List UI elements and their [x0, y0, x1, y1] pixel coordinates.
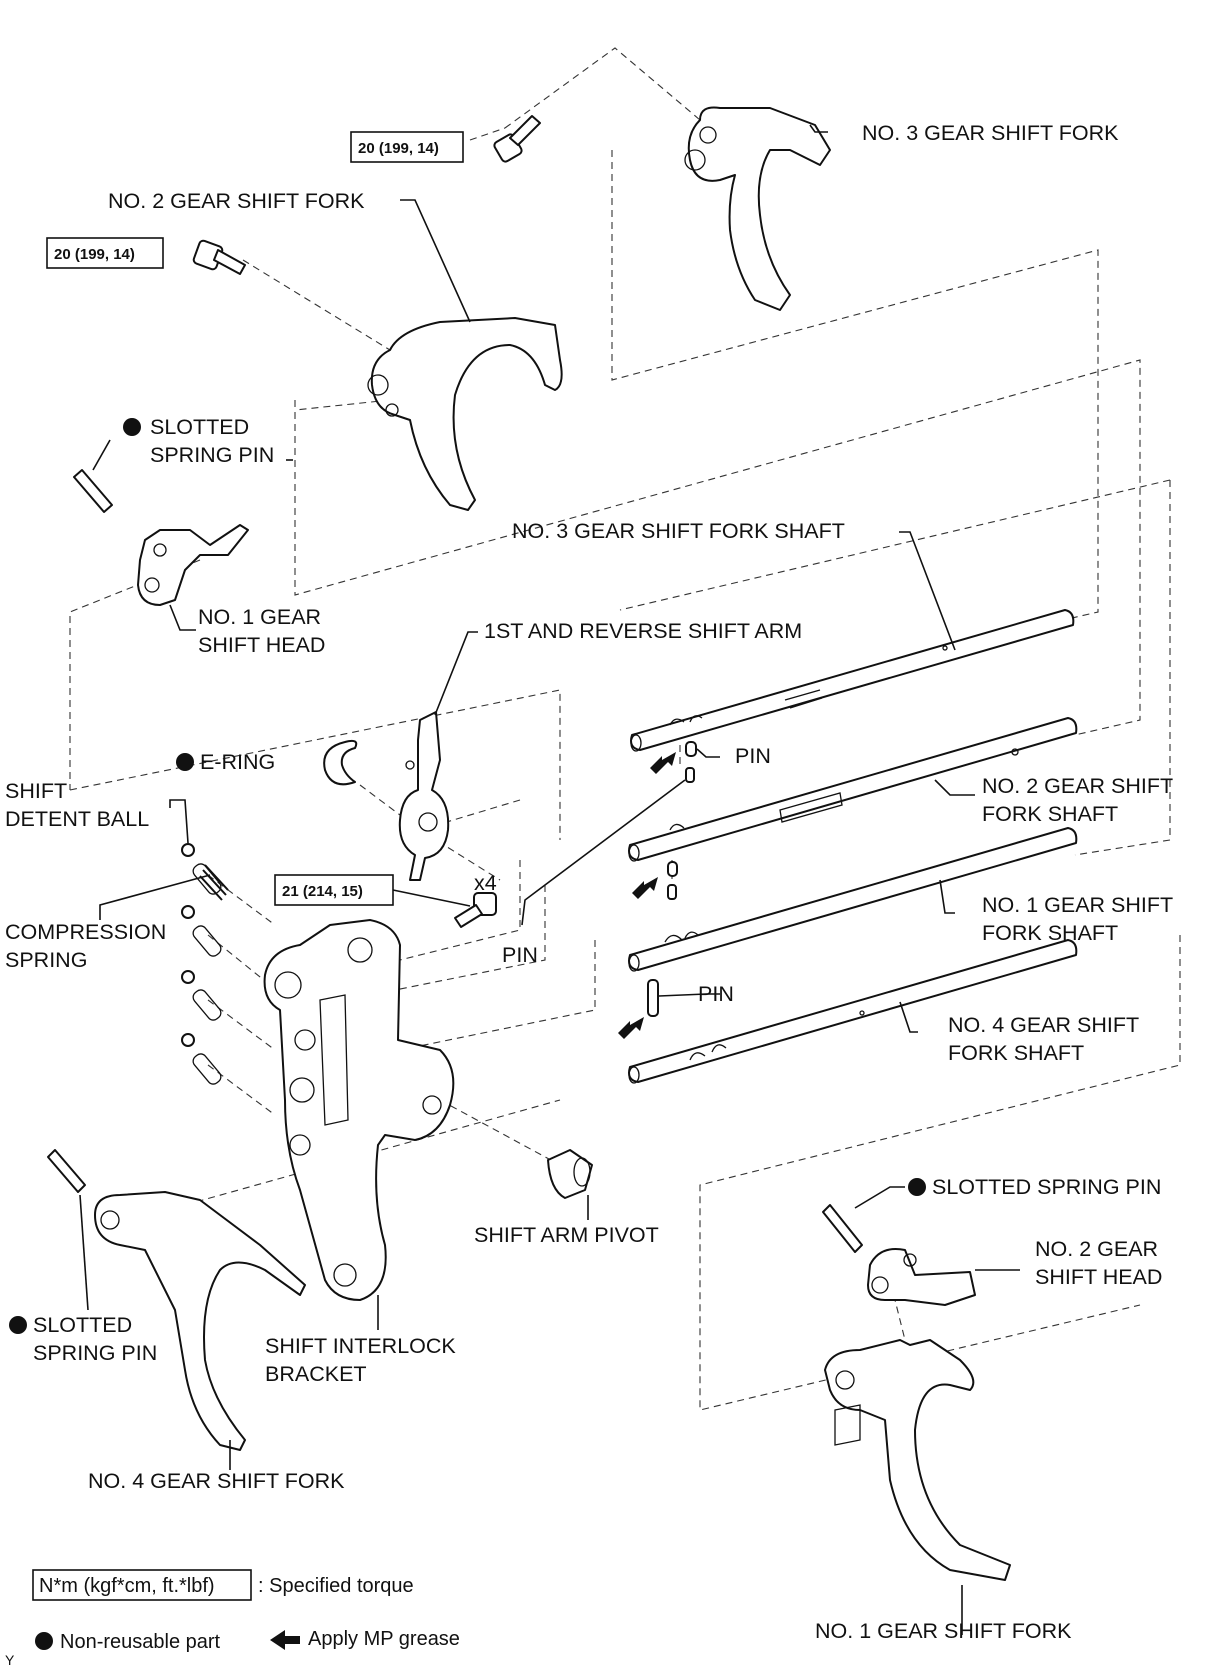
legend-grease-text: Apply MP grease — [308, 1628, 460, 1650]
label-no1-fork-shaft-1: NO. 1 GEAR SHIFT — [982, 893, 1173, 917]
no3-gear-shift-fork-drawing — [684, 106, 831, 311]
label-pin-low: PIN — [698, 982, 734, 1006]
arrow-icon — [270, 1630, 300, 1650]
label-compression-spring-2: SPRING — [5, 948, 87, 972]
label-1st-reverse-shift-arm: 1ST AND REVERSE SHIFT ARM — [484, 619, 802, 643]
slotted-pin-upper-leader — [92, 439, 111, 471]
shift-arm-pivot-icon — [547, 1149, 593, 1199]
label-no2-fork-shaft-1: NO. 2 GEAR SHIFT — [982, 774, 1173, 798]
label-x4: x4 — [474, 871, 497, 895]
no2-gear-shift-head-drawing — [867, 1248, 976, 1306]
label-slotted-spring-pin-upper-2: SPRING PIN — [150, 443, 274, 467]
bolt-left-icon — [192, 239, 246, 275]
legend-nonreusable-text: Non-reusable part — [60, 1631, 221, 1653]
label-slotted-spring-pin-upper-1: SLOTTED — [150, 415, 249, 439]
detent-balls-icon — [181, 843, 195, 1047]
label-slotted-spring-pin-lower-1: SLOTTED — [33, 1313, 132, 1337]
torque-spec-bracket: 21 (214, 15) — [274, 874, 394, 906]
shift-interlock-bracket-drawing — [263, 919, 455, 1301]
bolt-top-icon — [493, 115, 541, 163]
label-shift-detent-ball-1: SHIFT — [5, 779, 67, 803]
label-no1-fork-shaft-2: FORK SHAFT — [982, 921, 1118, 945]
label-pin-mid: PIN — [502, 943, 538, 967]
label-no4-fork-shaft-1: NO. 4 GEAR SHIFT — [948, 1013, 1139, 1037]
legend-torque-box — [32, 1569, 252, 1601]
label-no1-gear-shift-head-1: NO. 1 GEAR — [198, 605, 321, 629]
leader-lines — [79, 124, 1020, 1635]
label-no4-gear-shift-fork: NO. 4 GEAR SHIFT FORK — [88, 1469, 345, 1493]
pin-top-icon — [685, 741, 697, 783]
no4-shift-fork-shaft-drawing — [628, 939, 1078, 1084]
label-no2-fork-shaft-2: FORK SHAFT — [982, 802, 1118, 826]
slotted-spring-pin-upper-icon — [73, 469, 113, 513]
label-e-ring: E-RING — [200, 750, 275, 774]
label-shift-interlock-bracket-2: BRACKET — [265, 1362, 367, 1386]
filled-circle-icon — [35, 1632, 53, 1650]
legend: N*m (kgf*cm, ft.*lbf) : Specified torque… — [5, 1569, 460, 1668]
no1-gear-shift-fork-drawing — [824, 1339, 1011, 1581]
part-labels: NO. 3 GEAR SHIFT FORK NO. 2 GEAR SHIFT F… — [5, 121, 1173, 1643]
no4-gear-shift-fork-drawing — [94, 1191, 306, 1451]
label-no2-gear-shift-fork: NO. 2 GEAR SHIFT FORK — [108, 189, 365, 213]
svg-text:21 (214, 15): 21 (214, 15) — [282, 883, 363, 900]
no1-shift-fork-shaft-drawing — [628, 827, 1078, 972]
corner-mark: Y — [5, 1652, 15, 1668]
grease-arrow-icons — [618, 752, 676, 1039]
pin-low-icon — [647, 979, 659, 1017]
filled-circle-icon — [123, 418, 141, 436]
label-no1-gear-shift-head-2: SHIFT HEAD — [198, 633, 325, 657]
label-compression-spring-1: COMPRESSION — [5, 920, 166, 944]
filled-circle-icon — [176, 753, 194, 771]
svg-text:20 (199, 14): 20 (199, 14) — [358, 140, 439, 157]
filled-circle-icon — [908, 1178, 926, 1196]
bolt-bracket-icon — [454, 892, 497, 928]
label-no3-gear-shift-fork-shaft: NO. 3 GEAR SHIFT FORK SHAFT — [512, 519, 845, 543]
no1-gear-shift-head-drawing — [137, 524, 249, 606]
label-no3-gear-shift-fork: NO. 3 GEAR SHIFT FORK — [862, 121, 1119, 145]
no2-gear-shift-fork-drawing — [367, 317, 563, 511]
label-no2-gear-shift-head-2: SHIFT HEAD — [1035, 1265, 1162, 1289]
label-shift-interlock-bracket-1: SHIFT INTERLOCK — [265, 1334, 456, 1358]
label-shift-arm-pivot: SHIFT ARM PIVOT — [474, 1223, 659, 1247]
legend-torque-text: : Specified torque — [258, 1575, 414, 1597]
no2-shift-fork-shaft-drawing — [628, 717, 1078, 862]
slotted-spring-pin-lower-icon — [47, 1149, 86, 1193]
compression-springs-icon — [192, 863, 229, 1085]
torque-spec-left: 20 (199, 14) — [46, 237, 164, 269]
no3-shift-fork-shaft-drawing — [630, 609, 1075, 752]
label-no2-gear-shift-head-1: NO. 2 GEAR — [1035, 1237, 1158, 1261]
torque-spec-top: 20 (199, 14) — [350, 131, 464, 163]
svg-text:20 (199, 14): 20 (199, 14) — [54, 246, 135, 263]
assembly-dashed-lines — [69, 47, 1181, 1411]
label-slotted-spring-pin-lower-2: SPRING PIN — [33, 1341, 157, 1365]
pin-mid-icon — [667, 861, 678, 900]
label-no4-fork-shaft-2: FORK SHAFT — [948, 1041, 1084, 1065]
slotted-spring-pin-right-icon — [822, 1204, 863, 1253]
filled-circle-icon — [9, 1316, 27, 1334]
e-ring-icon — [323, 739, 358, 786]
reverse-shift-arm-drawing — [398, 711, 450, 881]
label-slotted-spring-pin-right: SLOTTED SPRING PIN — [932, 1175, 1161, 1199]
label-no1-gear-shift-fork: NO. 1 GEAR SHIFT FORK — [815, 1619, 1072, 1643]
label-shift-detent-ball-2: DETENT BALL — [5, 807, 149, 831]
label-pin-top: PIN — [735, 744, 771, 768]
legend-torque-unit: N*m (kgf*cm, ft.*lbf) — [39, 1575, 215, 1597]
